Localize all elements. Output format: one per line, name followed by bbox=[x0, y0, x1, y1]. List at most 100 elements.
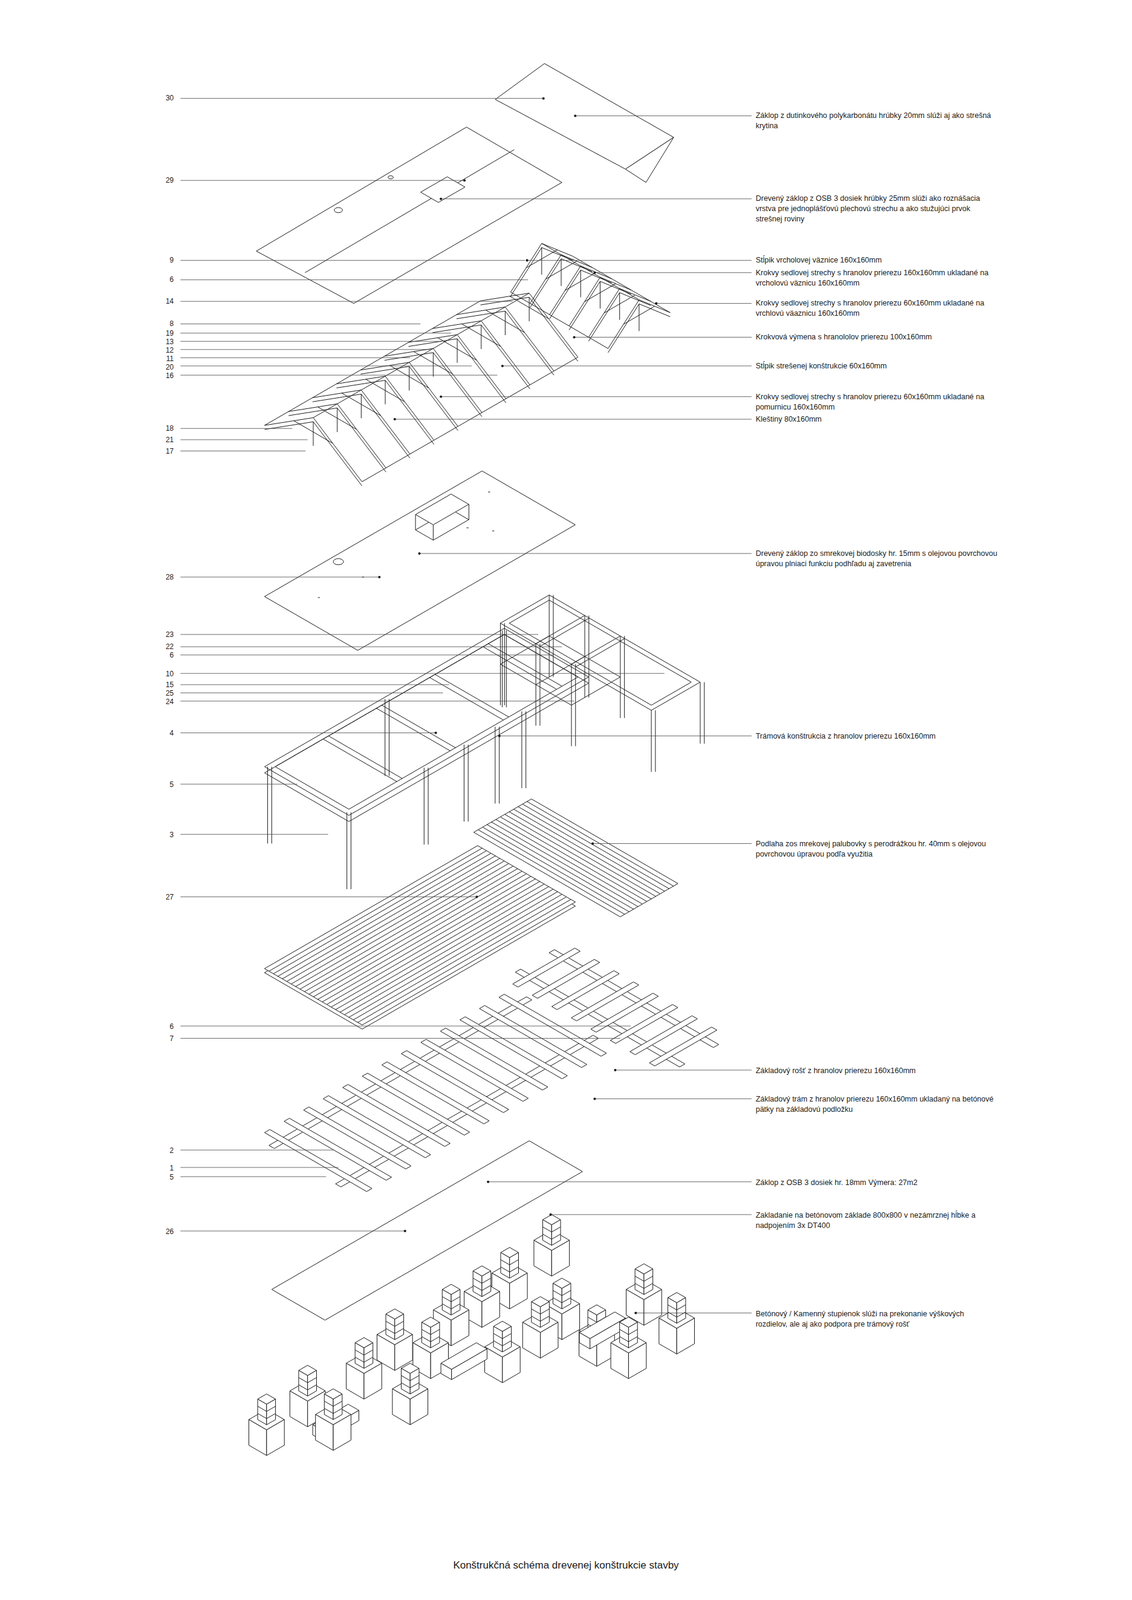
roof-trusses bbox=[408, 334, 507, 403]
callout-number: 27 bbox=[165, 893, 175, 902]
roof-trusses bbox=[480, 293, 579, 362]
annotation-text: Krokvová výmena s hranololov prierezu 10… bbox=[755, 331, 998, 343]
beam-frame bbox=[500, 595, 700, 711]
callout-number: 8 bbox=[169, 319, 175, 328]
roof-trusses bbox=[530, 254, 593, 308]
callout-number: 10 bbox=[165, 670, 175, 678]
leader-lines bbox=[498, 734, 501, 738]
polycarbonate-roof bbox=[495, 63, 674, 170]
roof-trusses bbox=[432, 320, 530, 389]
callout-number: 18 bbox=[165, 424, 175, 433]
leader-lines bbox=[180, 98, 664, 1231]
foundation-grid bbox=[571, 981, 640, 1021]
callout-number: 5 bbox=[169, 780, 175, 789]
foundation-grid bbox=[590, 992, 659, 1032]
annotation-text: Základový rošť z hranolov prierezu 160x1… bbox=[755, 1065, 998, 1076]
caption: Konštrukčná schéma drevenej konštrukcie … bbox=[0, 1558, 1132, 1572]
leader-lines bbox=[501, 364, 504, 368]
callout-number: 24 bbox=[165, 697, 175, 706]
leader-lines bbox=[549, 1213, 553, 1216]
concrete-footings bbox=[346, 1336, 383, 1399]
annotation-text: Zakladanie na betónovom základe 800x800 … bbox=[755, 1210, 998, 1231]
osb-base-deck bbox=[271, 1140, 583, 1321]
foundation-grid bbox=[269, 996, 533, 1149]
roof-trusses bbox=[264, 293, 578, 482]
concrete-footings bbox=[522, 1295, 559, 1358]
foundation-grid bbox=[503, 942, 730, 1074]
foundation-grid bbox=[551, 970, 620, 1010]
foundation-grid bbox=[498, 994, 607, 1057]
leader-lines bbox=[613, 1068, 617, 1071]
annotation-text: Trámová konštrukcia z hranolov prierezu … bbox=[755, 731, 998, 742]
osb-roof-deck bbox=[334, 207, 343, 213]
ceiling-board bbox=[264, 471, 576, 651]
callout-number: 29 bbox=[165, 176, 175, 185]
callout-number: 13 bbox=[165, 338, 175, 346]
annotation-text: Drevený záklop zo smrekovej biodosky hr.… bbox=[755, 548, 998, 570]
beam-frame bbox=[500, 595, 700, 711]
roof-trusses bbox=[384, 348, 482, 417]
beam-frame bbox=[509, 599, 692, 706]
ceiling-board bbox=[415, 494, 469, 525]
leader-lines bbox=[486, 1180, 490, 1183]
roof-trusses bbox=[608, 299, 671, 353]
callout-number: 26 bbox=[165, 1227, 175, 1236]
callout-number: 12 bbox=[165, 346, 175, 355]
ceiling-board bbox=[264, 471, 576, 651]
concrete-footings bbox=[315, 1388, 352, 1451]
ceiling-board bbox=[264, 471, 576, 651]
foundation-grid bbox=[649, 1026, 718, 1066]
leader-lines bbox=[439, 395, 443, 398]
leader-lines bbox=[180, 97, 752, 1315]
concrete-footings bbox=[464, 1265, 501, 1328]
callout-number: 16 bbox=[165, 371, 175, 380]
annotation-text: Krokvy sedlovej strechy s hranolov prier… bbox=[755, 298, 998, 319]
callout-number: 3 bbox=[169, 830, 175, 839]
callout-number: 5 bbox=[169, 1173, 175, 1181]
callout-number: 7 bbox=[169, 1034, 175, 1043]
roof-trusses bbox=[360, 362, 458, 431]
osb-roof-deck bbox=[388, 175, 394, 179]
leader-lines bbox=[573, 335, 576, 339]
callout-number: 23 bbox=[165, 630, 175, 639]
beam-frame bbox=[275, 634, 579, 810]
roof-trusses bbox=[336, 376, 435, 445]
annotation-text: Kleštiny 80x160mm bbox=[755, 414, 998, 425]
floor-boards bbox=[269, 847, 571, 1022]
callout-number: 19 bbox=[165, 329, 175, 338]
callout-number: 11 bbox=[165, 354, 175, 363]
floor-boards bbox=[264, 798, 678, 1029]
annotation-text: Stĺpik strešenej konštrukcie 60x160mm bbox=[755, 361, 998, 372]
roof-trusses bbox=[264, 417, 362, 486]
foundation-grid bbox=[630, 1015, 698, 1054]
foundation-grid bbox=[255, 942, 731, 1197]
leader-lines bbox=[634, 1311, 637, 1315]
leader-lines bbox=[593, 1096, 596, 1100]
beam-frame bbox=[264, 634, 589, 822]
leader-lines bbox=[591, 841, 594, 845]
callout-number: 1 bbox=[169, 1164, 175, 1172]
annotation-text: Stĺpik vrcholovej väznice 160x160mm bbox=[755, 255, 998, 266]
concrete-footings bbox=[440, 1342, 487, 1380]
concrete-footings bbox=[533, 1214, 570, 1276]
beam-frame bbox=[535, 615, 625, 667]
callout-number: 4 bbox=[169, 729, 175, 738]
osb-roof-deck bbox=[256, 126, 562, 303]
callout-number: 6 bbox=[169, 651, 175, 660]
annotation-text: Betónový / Kamenný stupienok slúži na pr… bbox=[755, 1308, 998, 1330]
leader-lines bbox=[394, 115, 752, 1313]
foundation-grid bbox=[610, 1004, 678, 1044]
callout-number: 20 bbox=[165, 363, 175, 372]
leader-lines bbox=[377, 575, 381, 579]
beam-frame bbox=[264, 634, 589, 822]
leader-lines bbox=[434, 731, 438, 734]
callout-number: 17 bbox=[165, 447, 175, 456]
annotation-text: Drevený záklop z OSB 3 dosiek hrúbky 25m… bbox=[755, 193, 998, 225]
roof-trusses bbox=[588, 288, 651, 342]
leader-lines bbox=[417, 552, 421, 555]
roof-trusses bbox=[288, 403, 386, 473]
callout-number: 21 bbox=[165, 435, 175, 444]
annotation-text: Podlaha zos mrekovej palubovky s perodrá… bbox=[755, 838, 998, 860]
